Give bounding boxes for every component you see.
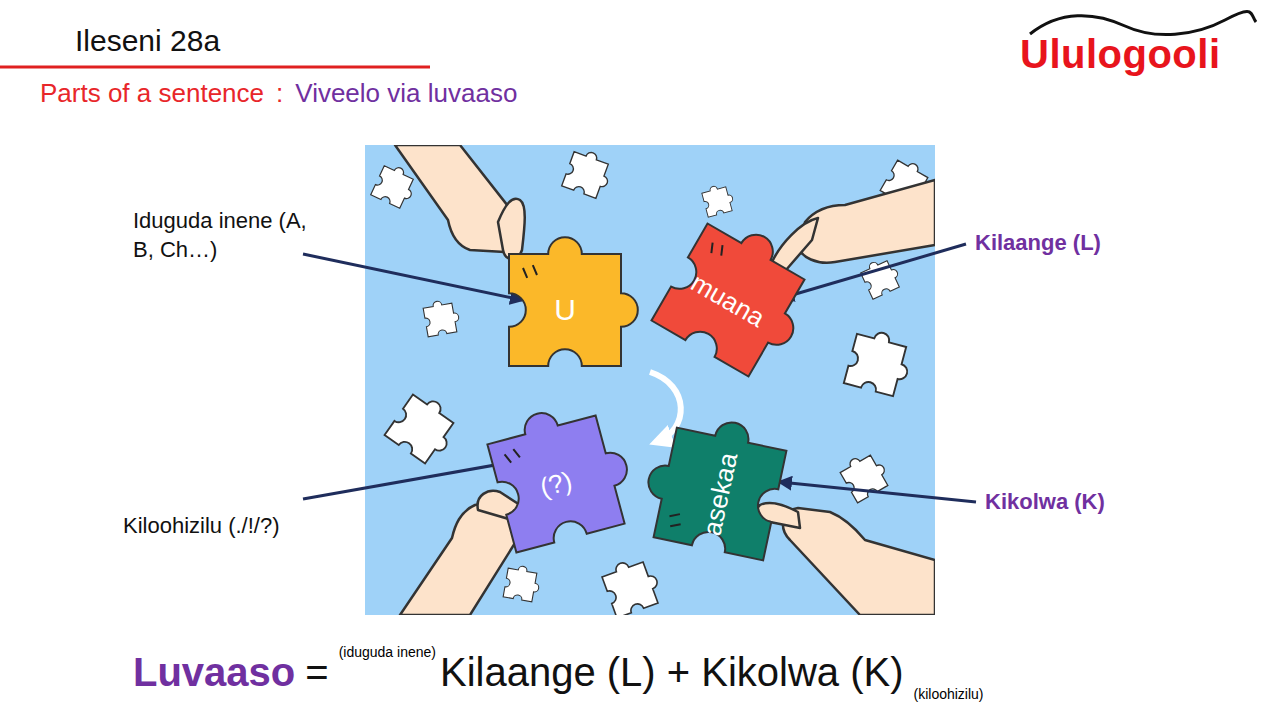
face-mark <box>504 448 521 464</box>
subtitle: Parts of a sentence <box>40 78 264 109</box>
formula-row: Luvaaso= (iduguda inene)Kilaange (L) + Ki… <box>133 640 984 704</box>
face-mark <box>667 512 682 528</box>
piece-outline <box>509 237 638 366</box>
callout-label: Kikolwa (K) <box>985 488 1105 517</box>
puzzle-piece: U <box>495 240 635 380</box>
separator: : <box>276 78 283 109</box>
loose-piece <box>503 564 542 603</box>
leader-line <box>782 244 966 298</box>
face-mark <box>708 240 726 258</box>
picture-ground <box>365 145 935 615</box>
hand <box>783 508 935 615</box>
loose-piece <box>600 554 664 615</box>
loose-piece <box>701 182 736 217</box>
callout-label: Iduguda inene (A, B, Ch…) <box>133 207 308 264</box>
leader-line <box>303 462 512 499</box>
piece-outline <box>652 209 828 385</box>
leader-line <box>780 482 976 502</box>
loose-piece <box>859 255 903 299</box>
finger <box>498 199 525 259</box>
formula-note: (kiloohizilu) <box>914 686 984 702</box>
piece-outline <box>483 395 641 553</box>
puzzle-piece: asekaa <box>637 411 803 577</box>
face-mark <box>523 265 537 278</box>
piece-word: (?) <box>537 465 576 503</box>
callout-label: Kilaange (L) <box>975 229 1101 258</box>
leader-line <box>303 254 522 300</box>
formula-note: (iduguda inene) <box>339 644 436 660</box>
hand <box>798 180 935 263</box>
piece-outline <box>637 408 790 561</box>
subtitle-row: Parts of a sentence: Viveelo via luvaaso <box>40 78 517 109</box>
subtitle: Viveelo via luvaaso <box>295 78 517 109</box>
loose-piece <box>838 448 893 503</box>
slide-title: Ileseni 28a <box>75 24 220 58</box>
callout-label: Kiloohizilu (./!/?) <box>123 512 280 541</box>
loose-piece <box>562 147 616 201</box>
loose-piece <box>844 326 916 398</box>
piece-word: U <box>554 293 576 327</box>
title-rule <box>0 66 430 69</box>
piece-word: asekaa <box>696 450 744 538</box>
formula-term: Luvaaso <box>133 644 295 700</box>
loose-piece <box>385 388 464 467</box>
logo-wave <box>1030 11 1256 34</box>
formula-term: Kilaange (L) + Kikolwa (K) <box>440 644 904 700</box>
loose-piece <box>422 298 461 337</box>
logo-text: Ululogooli <box>1020 32 1221 77</box>
formula-sign: = <box>305 644 328 700</box>
piece-word: muana <box>686 267 770 334</box>
